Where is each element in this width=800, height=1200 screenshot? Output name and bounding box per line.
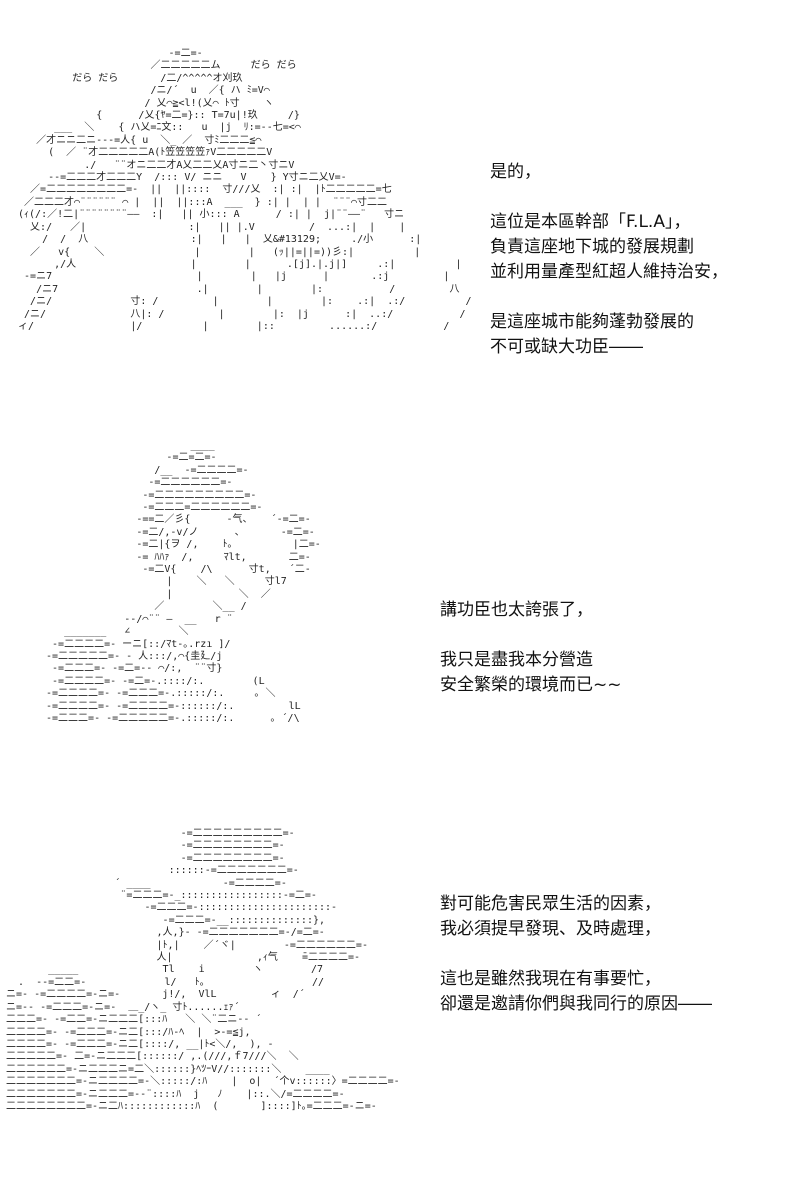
caption-line: [490, 185, 728, 210]
ascii-art-line: ／ ＼__ /: [40, 601, 247, 613]
ascii-art-line: ／ v{ ＼ | | (ｯ||=||=))彡:| |: [12, 246, 421, 258]
ascii-art-line: だら だら /二/^^^^^オ刈玖: [12, 72, 243, 84]
ascii-art-line: -=二二二=二二二二二二=-: [40, 502, 263, 514]
ascii-art-character-fla: -=二=- ／二二二二二ム だら だら だら だら /二/^^^^^オ刈玖 /ニ…: [12, 48, 472, 333]
ascii-art-line: ./ ¨¨オニ二二才A乂二二乂A寸ニ二丶寸ニV: [12, 159, 295, 171]
dialogue-caption-2: 講功臣也太誇張了， 我只是盡我本分營造安全繁榮的環境而已~~: [440, 598, 622, 698]
ascii-art-line: ィ/ |/ | |:: ......:/ /: [12, 320, 450, 332]
ascii-art-line: -=ニ7 | | |j | .:j |: [12, 271, 450, 283]
caption-line: 並利用量產型紅超人維持治安，: [490, 262, 728, 282]
ascii-art-line: |ﾄ,| ／´ヾ| -=二二二二二二=-: [0, 939, 368, 951]
ascii-art-line: | ＼ ／: [40, 588, 271, 600]
ascii-art-line: ( ／ ¨才二二二二二A(ﾄ笠笠笠笠ｧV二二二二二V: [12, 147, 273, 159]
dialogue-caption-3: 對可能危害民眾生活的因素， 我必須提早發現、及時處理， 這也是雖然我現在有事要忙， 卻…: [440, 892, 712, 1017]
ascii-art-line: --=二二二才二二二Y /::: V/ ニニ V } Y寸ニ二乂V=-: [12, 172, 347, 184]
caption-line: [440, 942, 712, 967]
ascii-art-line: 二二二二二二二=-ニ二二二=-‐¨::::ﾊ j ﾉ |::.＼/=二二二二=-: [0, 1088, 345, 1100]
ascii-art-line: -=二二二二二二二二二=-: [40, 489, 257, 501]
ascii-art-line: -==二／彡{ -气、 ´-=二=-: [40, 514, 311, 526]
ascii-art-line: 二二二二二=- 二=-ニ二二二[::::::/ ,.(///,ｆ7///＼ ＼: [0, 1051, 299, 1063]
ascii-art-line: 乂:/ ／| :| || |.V / ...:| | |: [12, 221, 406, 233]
caption-line: 這位是本區幹部「F.L.A」，: [490, 212, 691, 232]
caption-line: 不可或缺大功臣――: [490, 337, 643, 357]
ascii-art-line: -=二二二=- -=二=-- ⌒/:, ¨¨寸}: [40, 663, 223, 675]
ascii-art-line: 二二二二二二二=-ニ二二二二=-＼:::::/:ﾊ | o| ´个v::::::…: [0, 1076, 400, 1088]
caption-line: 這也是雖然我現在有事要忙，: [440, 969, 661, 989]
ascii-art-line: -=二二二二=- -=二=-.::::/:. (L: [40, 675, 265, 687]
ascii-art-line: 人| ,ｨ气 ̄=二二二二=-: [0, 952, 361, 964]
caption-line: 卻還是邀請你們與我同行的原因――: [440, 994, 712, 1014]
ascii-art-line: ,人,}‐ -=二二二二二二二=-/=二=-: [0, 927, 325, 939]
ascii-art-line: ¨=二二二=-_:::::::::::::::::-=二=-: [0, 890, 317, 902]
ascii-art-line: -=二V{ /\ 寸t, ´二-: [40, 564, 311, 576]
ascii-art-character-smiling: ____ -=二=二=- /__ -=二二二二=- -=二二二二二二=- -=二…: [40, 440, 321, 725]
ascii-art-line: _____ Tl i ヽ /7: [0, 964, 324, 976]
ascii-art-line: / 乂⌒≧<l!(乂⌒ ﾄ寸 ヽ: [12, 97, 274, 109]
ascii-art-line: 二二二二二二二二=-ニ二ﾊ::::::::::::ﾊ ( ]::::]ﾄ｡=二二…: [0, 1100, 377, 1112]
ascii-art-line: ニ=- -=二二二二=-ニ=- j!/, VlL ィ /´: [0, 989, 305, 1001]
panel-1: -=二=- ／二二二二二ム だら だら だら だら /二/^^^^^オ刈玖 /ニ…: [0, 0, 800, 430]
ascii-art-line: -=二二二二=- ーニ[::/ﾏt-｡.rzı ]/: [40, 638, 231, 650]
caption-line: [440, 623, 622, 648]
ascii-art-line: /ニ/ 八|: / | |: |j :| ..:/ /: [12, 308, 466, 320]
ascii-art-line: -=二二二二=- -=二二二二=-::::::/:. lL: [40, 700, 301, 712]
caption-line: 我只是盡我本分營造: [440, 650, 593, 670]
ascii-art-line: ／才ニニ二ニ---=人{ u ＼_ ／ 寸ﾐ二二二≦⌒: [12, 134, 262, 146]
ascii-art-line: /__ -=二二二二=-: [40, 464, 249, 476]
ascii-art-line: (ｨ(/:／!二|¨¨¨¨¨¨¨¨―― :| || 小::: A / :| | …: [12, 209, 405, 221]
ascii-art-line: -=二二二二二二=-: [40, 477, 233, 489]
ascii-art-line: -=二|{ヲ /, ﾄ｡ |二=-: [40, 539, 321, 551]
ascii-art-line: ニ=-- -=二二二=-ニ=- ＿_/ヽ_ 寸ﾄ......ｪｧ´: [0, 1001, 240, 1013]
ascii-art-line: /ニ7 .| | |: / 八: [12, 283, 460, 295]
ascii-art-line: -=二二二二二二二二二=-: [0, 828, 295, 839]
ascii-art-line: -=二二二二=- -=二二二=-.:::::/:. ｡ ＼: [40, 688, 276, 700]
ascii-art-line: / / 八 :| | | 乂&#13129; ./小 :|: [12, 234, 422, 246]
ascii-art-line: -=二二二=-__::::::::::::::},: [0, 914, 326, 926]
ascii-art-line: -=二二二=- -=二二二二二=-.:::::/:. ｡ ´/\: [40, 712, 300, 724]
panel-3: -=二二二二二二二二二=- -=二二二二二二二二=- -=二二二二二二二二=- …: [0, 820, 800, 1200]
ascii-art-line: { /乂{ﾔ=二=}:: T=7u|!玖 /}: [12, 110, 300, 122]
caption-line: [490, 285, 728, 310]
ascii-art-line: ／二二二才⌒¨¨¨¨¨¨ ⌒ | || ||:::A ___ } :| | | …: [12, 196, 388, 208]
ascii-art-line: ____: [40, 440, 215, 451]
ascii-art-line: | ＼ ＼ 寸l7: [40, 576, 287, 588]
ascii-art-line: ,/人 | | .[j].|.j|] .:| |: [12, 258, 462, 270]
panel-2: ____ -=二=二=- /__ -=二二二二=- -=二二二二二二=- -=二…: [0, 430, 800, 820]
ascii-art-line: /ニ/´ u ／{ ハ ﾐ=V⌒: [12, 85, 270, 97]
dialogue-caption-1: 是的， 這位是本區幹部「F.L.A」， 負責這座地下城的發展規劃並利用量產型紅超人維…: [490, 160, 728, 360]
caption-line: 安全繁榮的環境而已~~: [440, 675, 622, 695]
ascii-art-line: -=二=-: [12, 48, 203, 59]
ascii-art-line: -=二二二二二二二二=-: [0, 840, 285, 852]
caption-line: 是的，: [490, 162, 541, 182]
ascii-art-line: --/⌒¨¨ ― __ r ¨: [40, 613, 233, 625]
ascii-art-line: ___ ＼ { ハ乂=ﾆ文:: u |j ﾘ:=--七=<⌒: [12, 122, 301, 134]
ascii-art-line: . --=二二=- l/ ﾄ。 //: [0, 976, 324, 988]
ascii-art-line: 二二二二=- -=二二二=-ニ二[:::/ﾊ-ﾍ | >-=≦j,: [0, 1026, 251, 1038]
ascii-art-line: -=二=二=-: [40, 452, 217, 464]
ascii-art-line: -=二二二=-::::::::::::::::::::::-: [0, 902, 338, 914]
caption-line: 對可能危害民眾生活的因素，: [440, 894, 661, 914]
ascii-art-line: -= ﾊﾊｧ /, ﾏlt, 二=-: [40, 551, 311, 563]
ascii-art-line: /ニ/ 寸: / | | |: .:| .:/ /: [12, 296, 472, 308]
ascii-art-line: -=二二二二二=- - 人:::/,⌒{圭廴/j: [40, 650, 223, 662]
ascii-art-line: ´ ____ -=二二二二=-: [0, 877, 287, 889]
ascii-art-line: 二二二二=- -=二二二=-ニ二[::::/, __|ﾄ<＼/, ), -: [0, 1038, 274, 1050]
ascii-art-line: ::::::-=二二二二二二二=-: [0, 865, 299, 877]
caption-line: 講功臣也太誇張了，: [440, 600, 593, 620]
ascii-art-line: 二二二二二二=-ニ二二二ニ=二＼::::::}ﾍﾂｰV//:::::::＼ __…: [0, 1063, 330, 1075]
caption-line: 是這座城市能夠蓬勃發展的: [490, 312, 694, 332]
caption-line: 負責這座地下城的發展規劃: [490, 237, 694, 257]
ascii-art-line: _______ ∠ ＼: [40, 626, 219, 638]
ascii-art-line: -=二二二二二二二二=-: [0, 852, 285, 864]
ascii-art-line: ／=二二二二二二二二=- || ||:::: 寸///乂 :| :| |ﾄ二二二…: [12, 184, 392, 196]
ascii-art-line: ／二二二二二ム だら だら: [12, 60, 297, 72]
ascii-art-line: 二二二=- -=二二=-ニ二二二[:::ﾊ ＼ ＼¨二ニ-‐ ´: [0, 1014, 262, 1026]
ascii-art-line: -=二/,-v/ノ 、 -=二=-: [40, 526, 315, 538]
ascii-art-character-cloaked: -=二二二二二二二二二=- -=二二二二二二二二=- -=二二二二二二二二=- …: [0, 828, 400, 1113]
caption-line: 我必須提早發現、及時處理，: [440, 919, 661, 939]
